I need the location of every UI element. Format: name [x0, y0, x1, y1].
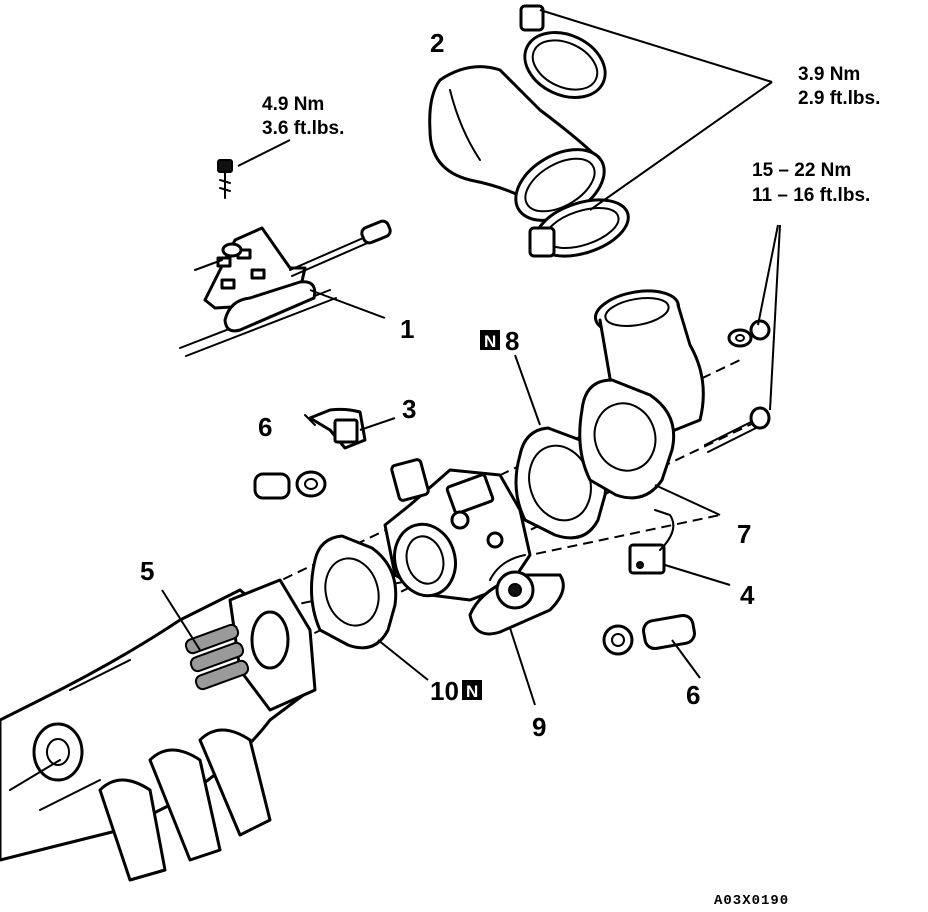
callout-8-group: N 8: [480, 326, 519, 356]
mounting-bolt: [704, 406, 771, 453]
sensor-connector-4: [628, 509, 675, 575]
torque-spec-ftlbs: 2.9 ft.lbs.: [798, 88, 880, 109]
throttle-lever: [468, 554, 565, 636]
new-part-marker-box: [462, 680, 482, 700]
torque-spec-ftlbs: 11 – 16 ft.lbs.: [752, 185, 870, 206]
throttle-body: [383, 458, 532, 602]
intake-manifold: [0, 578, 317, 882]
torque-spec-nm: 3.9 Nm: [798, 64, 860, 85]
figure-code: A03X0190: [714, 893, 789, 909]
callout-1: 1: [400, 314, 414, 344]
torque-spec-ftlbs: 3.6 ft.lbs.: [262, 118, 344, 139]
sensor-connector-3: [304, 407, 367, 450]
torque-spec-throttle-body-bolts: 15 – 22 Nm 11 – 16 ft.lbs.: [752, 160, 870, 206]
callout-2: 2: [430, 28, 444, 58]
throttle-body-flange: [578, 378, 676, 500]
vacuum-hose-upper: [253, 470, 327, 500]
torque-spec-bracket-bolt: 4.9 Nm 3.6 ft.lbs.: [262, 94, 344, 139]
callout-3: 3: [402, 394, 416, 424]
new-part-marker: N: [466, 682, 478, 701]
new-part-marker-box: [480, 330, 500, 350]
torque-spec-nm: 15 – 22 Nm: [752, 160, 851, 181]
new-part-marker: N: [484, 332, 496, 351]
callout-4: 4: [740, 580, 755, 610]
gasket-lower: [310, 534, 398, 650]
callout-10-group: 10 N: [430, 676, 482, 706]
callout-7: 7: [737, 519, 751, 549]
callout-8: 8: [505, 326, 519, 356]
torque-spec-hose-clamps: 3.9 Nm 2.9 ft.lbs.: [798, 64, 880, 109]
callout-6-lower: 6: [686, 680, 700, 710]
vacuum-hose-lower: [602, 613, 696, 656]
callout-6-upper: 6: [258, 412, 272, 442]
callout-10: 10: [430, 676, 459, 706]
washer: [727, 328, 753, 348]
hose-clamp-upper: [519, 4, 607, 99]
throttle-cable-bracket: [179, 159, 392, 357]
leader-lines: [161, 9, 781, 706]
hose-clamp-lower: [528, 198, 630, 258]
nut: [749, 319, 771, 341]
callout-5: 5: [140, 556, 154, 586]
torque-spec-nm: 4.9 Nm: [262, 94, 324, 115]
callout-9: 9: [532, 712, 546, 742]
